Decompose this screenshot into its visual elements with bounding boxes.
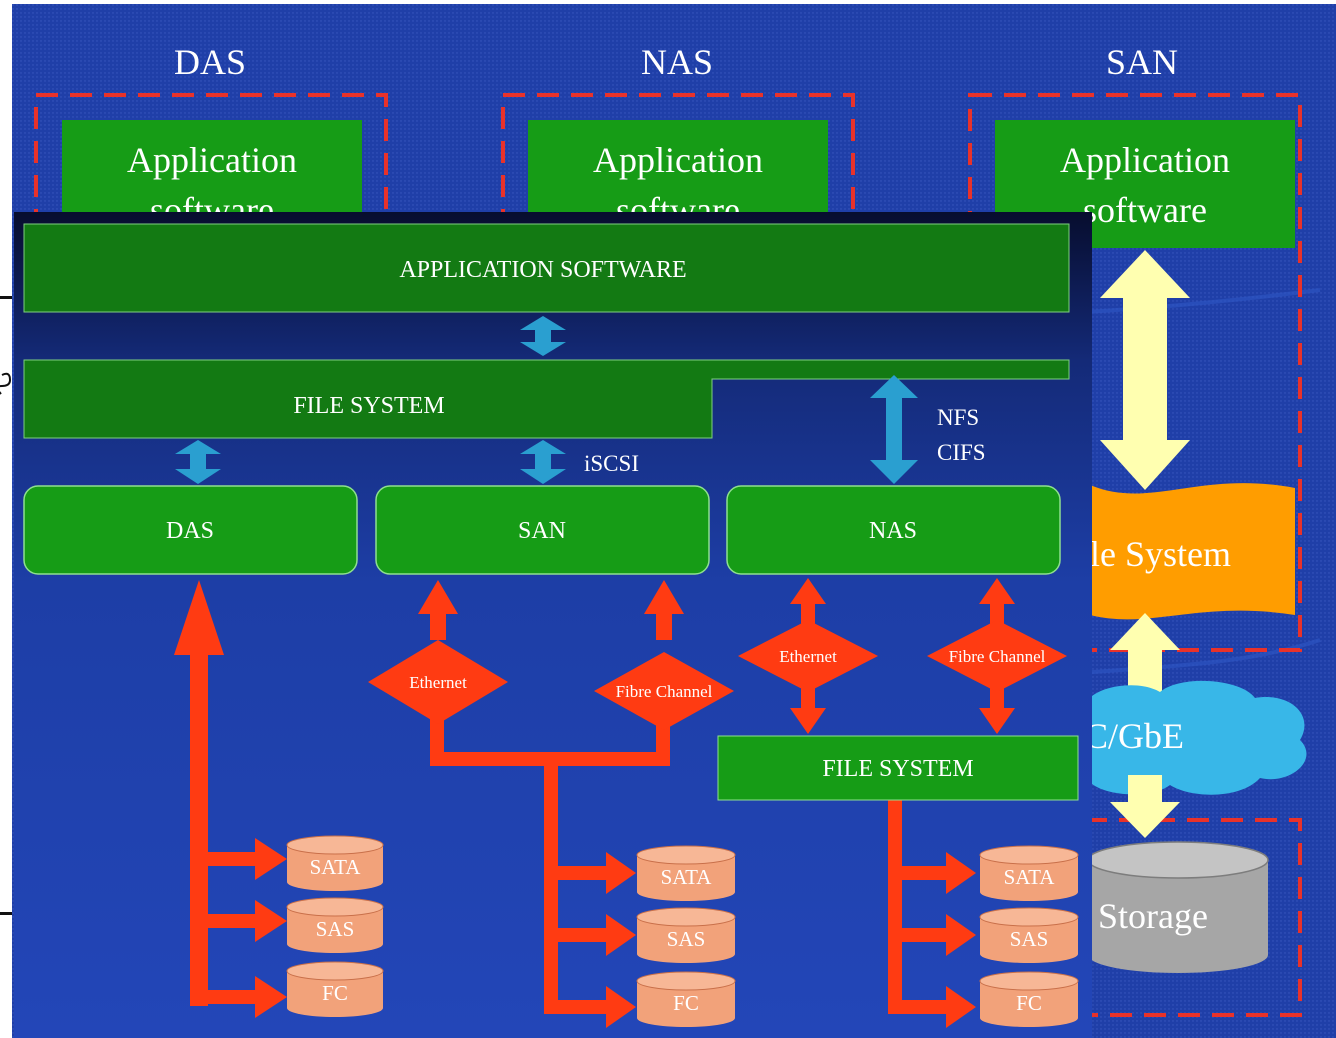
nas-file-system-label: FILE SYSTEM — [822, 756, 973, 782]
disk-cylinder — [287, 971, 383, 1017]
san-fibre-diamond — [594, 652, 734, 730]
file-system-bar — [23, 359, 1070, 439]
nas-ethernet-diamond — [738, 620, 878, 692]
das-disk-fc-label: FC — [322, 981, 348, 1005]
fs-to-san-arrow — [520, 440, 566, 484]
das-disk-sata-label: SATA — [310, 855, 362, 879]
nas-disk-fc-label: FC — [1016, 991, 1042, 1015]
disk-cylinder-top — [286, 835, 384, 855]
back-network-cloud — [1088, 680, 1307, 795]
nas-file-system-box — [717, 735, 1079, 801]
file-system-label: FILE SYSTEM — [293, 393, 444, 419]
disk-cylinder — [980, 855, 1078, 901]
edge-mark — [0, 296, 12, 299]
iscsi-label: iSCSI — [584, 451, 639, 476]
san-disk-fc-label: FC — [673, 991, 699, 1015]
back-cream-double-arrow-upper — [1100, 250, 1190, 490]
das-disks: SATA SAS FC — [286, 835, 384, 1017]
nas-protocol-arrow — [870, 375, 918, 484]
front-diagram: APPLICATION SOFTWARE FILE SYSTEM iSCSI N… — [14, 212, 1092, 1038]
disk-cylinder — [637, 981, 735, 1027]
back-storage-label: Storage — [1098, 896, 1208, 936]
back-storage-cylinder-top — [1087, 841, 1269, 879]
application-software-bar — [23, 223, 1070, 313]
back-network-label: C/GbE — [1084, 716, 1184, 756]
cifs-label: CIFS — [937, 440, 986, 465]
san-connectors — [418, 580, 684, 1028]
disk-cylinder-top — [979, 845, 1079, 865]
nas-disk-sas-label: SAS — [1010, 927, 1049, 951]
nas-ethernet-label: Ethernet — [779, 647, 837, 666]
san-ethernet-label: Ethernet — [409, 673, 467, 692]
nas-box — [726, 485, 1061, 575]
san-fibre-label: Fibre Channel — [616, 682, 713, 701]
san-disk-sas-label: SAS — [667, 927, 706, 951]
back-file-system-banner — [1090, 483, 1295, 620]
disk-cylinder — [287, 907, 383, 953]
san-label: SAN — [518, 518, 566, 544]
back-header-das: DAS — [174, 42, 246, 82]
san-disk-sata-label: SATA — [661, 865, 713, 889]
nfs-label: NFS — [937, 405, 979, 430]
san-disks: SATA SAS FC — [636, 845, 736, 1027]
nas-label: NAS — [869, 518, 917, 544]
disk-cylinder-top — [979, 971, 1079, 991]
disk-cylinder — [287, 845, 383, 891]
back-header-nas: NAS — [641, 42, 713, 82]
disk-cylinder-top — [286, 961, 384, 981]
edge-mark — [0, 372, 12, 395]
disk-cylinder — [637, 917, 735, 963]
disk-cylinder-top — [636, 907, 736, 927]
back-cream-arrow-lower — [1110, 775, 1180, 838]
nas-connectors — [790, 578, 1015, 1028]
back-storage-cylinder-body — [1088, 860, 1268, 973]
app-to-fs-arrow — [520, 316, 566, 356]
back-file-system-label: le System — [1090, 534, 1231, 574]
das-disk-sas-label: SAS — [316, 917, 355, 941]
disk-cylinder-top — [636, 845, 736, 865]
disk-cylinder-top — [286, 897, 384, 917]
fs-to-das-arrow — [175, 440, 221, 484]
san-box — [375, 485, 710, 575]
san-ethernet-diamond — [368, 640, 508, 724]
application-software-label: APPLICATION SOFTWARE — [399, 257, 686, 283]
edge-mark — [0, 912, 12, 915]
das-box — [23, 485, 358, 575]
disk-cylinder-top — [636, 971, 736, 991]
back-san-app-line1: Application — [1060, 140, 1230, 180]
nas-disks: SATA SAS FC — [979, 845, 1079, 1027]
das-label: DAS — [166, 518, 214, 544]
back-header-san: SAN — [1106, 42, 1178, 82]
back-san-app-line2: software — [1083, 190, 1207, 230]
das-connectors — [174, 580, 287, 1018]
disk-cylinder — [637, 855, 735, 901]
nas-disk-sata-label: SATA — [1004, 865, 1056, 889]
disk-cylinder — [980, 981, 1078, 1027]
disk-cylinder — [980, 917, 1078, 963]
nas-fibre-diamond — [927, 620, 1067, 692]
back-das-app-line1: Application — [127, 140, 297, 180]
disk-cylinder-top — [979, 907, 1079, 927]
nas-fibre-label: Fibre Channel — [949, 647, 1046, 666]
back-nas-app-line1: Application — [593, 140, 763, 180]
back-cream-arrow-middle — [1110, 613, 1180, 705]
